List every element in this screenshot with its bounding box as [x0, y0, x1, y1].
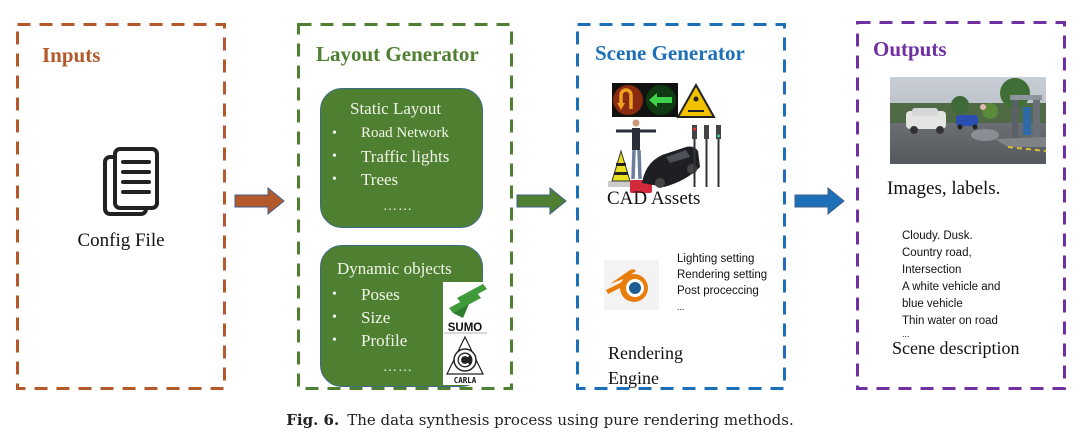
arrow-layout-to-scene [516, 187, 567, 215]
render-settings-list: Lighting setting Rendering setting Post … [677, 251, 767, 315]
cad-assets-image [608, 83, 721, 193]
static-layout-item: Road Network [328, 122, 449, 145]
document-icon [103, 147, 159, 216]
white-vehicle [906, 108, 946, 134]
render-setting-item: ... [677, 302, 685, 312]
static-layout-list: Road Network Traffic lights Trees [328, 122, 449, 191]
scene-description-list: Cloudy. Dusk. Country road, Intersection… [902, 228, 1001, 339]
static-layout-ellipsis: …… [383, 199, 413, 214]
outputs-panel: Outputs [856, 21, 1066, 390]
scene-description-line: Country road, [902, 247, 972, 259]
figure-caption-text: The data synthesis process using pure re… [347, 411, 794, 429]
cad-assets-label: CAD Assets [607, 188, 701, 209]
sumo-logo-icon: SUMO [444, 284, 487, 334]
carla-logo-icon: CARLA [446, 335, 484, 385]
scene-description-line: A white vehicle and [902, 281, 1001, 293]
static-layout-item: Traffic lights [328, 145, 449, 168]
arrow-inputs-to-layout [234, 187, 285, 215]
dynamic-objects-item: Size [328, 306, 407, 329]
bus-stop-shelter [1010, 95, 1042, 142]
dynamic-objects-ellipsis: …… [383, 360, 413, 375]
outputs-title: Outputs [873, 37, 947, 61]
rendered-scene-image [890, 77, 1046, 164]
layout-generator-panel: Layout Generator Static Layout Road Netw… [297, 23, 513, 390]
layout-generator-title: Layout Generator [316, 42, 479, 66]
inputs-title: Inputs [42, 43, 101, 67]
blue-vehicle [956, 115, 978, 130]
render-setting-item: Lighting setting [677, 253, 755, 265]
rendering-engine-label-line2: Engine [608, 368, 659, 388]
layout-panel-border [297, 23, 513, 390]
dynamic-objects-item: Profile [328, 329, 407, 352]
scene-description-line: blue vehicle [902, 298, 963, 310]
scene-description-line: Intersection [902, 264, 962, 276]
images-labels-text: Images, labels. [887, 178, 1001, 199]
traffic-cone-icon [608, 149, 634, 187]
dynamic-objects-list: Poses Size Profile [328, 283, 407, 352]
figure-caption-label: Fig. 6. [286, 411, 340, 429]
render-setting-item: Post proceccing [677, 285, 759, 297]
human-model-icon [616, 119, 656, 180]
rendering-engine-label-line1: Rendering [608, 343, 683, 363]
rendering-engine-label: Rendering Engine [608, 341, 683, 391]
car-model-icon [642, 146, 700, 188]
scene-generator-title: Scene Generator [595, 41, 745, 65]
static-layout-box: Static Layout Road Network Traffic light… [320, 88, 483, 228]
arrow-scene-to-outputs [794, 187, 845, 215]
scene-description-line: Thin water on road [902, 315, 998, 327]
scene-generator-panel: Scene Generator [576, 23, 786, 390]
static-layout-item: Trees [328, 168, 449, 191]
scene-description-label: Scene description [892, 338, 1020, 358]
carla-logo-text: CARLA [454, 376, 477, 385]
inputs-panel: Inputs Config File [16, 23, 226, 390]
simulator-logos: SUMO CARLA [443, 282, 488, 385]
sumo-logo-text: SUMO [448, 322, 483, 334]
traffic-lights-icon [692, 125, 721, 187]
figure-caption: Fig. 6. The data synthesis process using … [0, 411, 1080, 429]
blender-icon [604, 260, 659, 310]
dynamic-objects-item: Poses [328, 283, 407, 306]
static-layout-title: Static Layout [350, 99, 442, 118]
scene-description-line: ... [902, 329, 910, 339]
render-setting-item: Rendering setting [677, 269, 768, 281]
config-file-label: Config File [77, 230, 165, 251]
dynamic-objects-title: Dynamic objects [337, 259, 452, 278]
scene-description-line: Cloudy. Dusk. [902, 230, 973, 242]
